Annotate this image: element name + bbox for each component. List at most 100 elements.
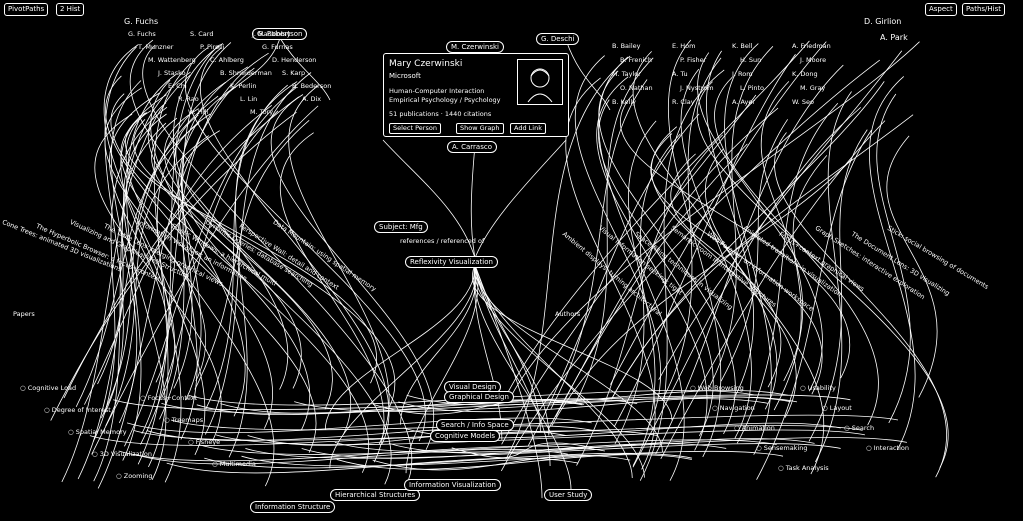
author-label[interactable]: J. Rom <box>732 70 753 78</box>
author-label[interactable]: M. Tory <box>250 108 274 116</box>
edge <box>173 43 224 401</box>
author-label-top-right-2[interactable]: A. Park <box>880 33 908 42</box>
author-name: Mary Czerwinski <box>389 59 463 69</box>
author-label[interactable]: E. Chi <box>168 82 187 90</box>
author-label[interactable]: O. Nathan <box>620 84 653 92</box>
keyword-label[interactable]: ○ Fisheye <box>188 438 221 446</box>
author-label[interactable]: J. Mackinlay <box>252 30 291 38</box>
edge <box>103 44 206 456</box>
author-label-top-left[interactable]: G. Fuchs <box>124 17 159 26</box>
author-label[interactable]: P. Fisher <box>680 56 707 64</box>
edge <box>756 129 872 480</box>
author-node-mid[interactable]: A. Carrasco <box>447 141 497 153</box>
keyword-node[interactable]: Cognitive Models <box>430 430 501 442</box>
edge <box>109 92 169 383</box>
edge <box>110 93 370 473</box>
keyword-node-large[interactable]: Information Structure <box>250 501 336 513</box>
edge <box>598 99 714 437</box>
author-label[interactable]: A. Tu <box>672 70 688 78</box>
keyword-label[interactable]: ○ 3D Visualization <box>92 450 153 458</box>
author-label[interactable]: G. Furnas <box>262 43 293 51</box>
aspect-button[interactable]: Aspect <box>925 3 957 16</box>
edge <box>706 50 754 399</box>
edge <box>170 414 899 431</box>
author-label[interactable]: A. Dix <box>302 95 322 103</box>
author-label[interactable]: M. Gray <box>800 84 826 92</box>
keyword-label[interactable]: ○ Multimedia <box>212 460 256 468</box>
select-person-button[interactable]: Select Person <box>389 123 441 134</box>
keyword-label[interactable]: ○ Treemaps <box>164 416 204 424</box>
edge <box>61 74 191 483</box>
edge <box>474 264 645 478</box>
edge <box>329 264 477 469</box>
author-node-top-center-2[interactable]: G. Deschi <box>536 33 580 45</box>
author-label[interactable]: M. Taylor <box>612 70 641 78</box>
author-node-top-left[interactable]: G. Robertson <box>252 28 308 40</box>
keyword-label[interactable]: ○ Cognitive Load <box>20 384 77 392</box>
history-button[interactable]: 2 Hist <box>56 3 85 16</box>
keyword-node[interactable]: Information Visualization <box>404 479 501 491</box>
edge <box>382 139 476 259</box>
author-label[interactable]: J. Nystrom <box>680 84 714 92</box>
keyword-label[interactable]: ○ Focus+Context <box>140 394 198 402</box>
edge <box>705 148 825 475</box>
author-label[interactable]: K. Bell <box>732 42 753 50</box>
keyword-label[interactable]: ○ Task Analysis <box>778 464 829 472</box>
add-link-button[interactable]: Add Link <box>510 123 546 134</box>
author-label[interactable]: L. Pinto <box>740 84 764 92</box>
author-label[interactable]: D. Henderson <box>272 56 317 64</box>
author-label[interactable]: W. Seo <box>792 98 814 106</box>
author-node-top-center[interactable]: M. Czerwinski <box>446 41 504 53</box>
author-label[interactable]: M. Wattenberg <box>148 56 196 64</box>
author-label[interactable]: W. Hill <box>188 108 209 116</box>
keyword-node[interactable]: Hierarchical Structures <box>330 489 421 501</box>
author-label[interactable]: T. Munzner <box>138 43 174 51</box>
author-label-top-right[interactable]: D. Girlion <box>864 17 902 26</box>
author-label[interactable]: E. Hom <box>672 42 696 50</box>
keyword-label[interactable]: ○ Animation <box>734 424 775 432</box>
author-label[interactable]: S. Card <box>190 30 214 38</box>
edge <box>147 102 392 485</box>
author-label[interactable]: K. Perlin <box>230 82 257 90</box>
author-label[interactable]: R. Rao <box>178 95 199 103</box>
author-label[interactable]: J. Stasko <box>158 69 186 77</box>
author-label[interactable]: B. Frenich <box>620 56 653 64</box>
author-label[interactable]: A. Ayer <box>732 98 755 106</box>
app-title-button[interactable]: PivotPaths <box>4 3 49 16</box>
show-graph-button[interactable]: Show Graph <box>456 123 504 134</box>
keyword-label[interactable]: ○ Search <box>844 424 875 432</box>
keyword-label[interactable]: ○ Interaction <box>866 444 910 452</box>
focus-node[interactable]: Subject: Mfg <box>374 221 428 233</box>
author-label[interactable]: B. Kelly <box>612 98 636 106</box>
edge <box>474 139 567 259</box>
central-keyword-node[interactable]: Reflexivity Visualization <box>405 256 498 268</box>
edge <box>547 143 748 430</box>
author-label[interactable]: S. Karp <box>282 69 306 77</box>
author-label[interactable]: R. Clay <box>672 98 695 106</box>
edge <box>501 94 757 445</box>
keyword-node[interactable]: User Study <box>544 489 593 501</box>
author-label[interactable]: B. Bailey <box>612 42 641 50</box>
author-label[interactable]: G. Fuchs <box>128 30 156 38</box>
author-label[interactable]: B. Shneiderman <box>220 69 272 77</box>
paths-history-button[interactable]: Paths/Hist <box>962 3 1005 16</box>
author-label[interactable]: H. Sun <box>740 56 762 64</box>
keyword-label[interactable]: ○ Layout <box>822 404 852 412</box>
author-label[interactable]: L. Lin <box>240 95 258 103</box>
author-label[interactable]: J. Moore <box>800 56 827 64</box>
author-label[interactable]: C. Ahlberg <box>210 56 244 64</box>
author-label[interactable]: B. Bederson <box>292 82 332 90</box>
author-label[interactable]: A. Friedman <box>792 42 831 50</box>
edge <box>680 68 752 439</box>
keyword-label[interactable]: ○ Spatial Memory <box>68 428 127 436</box>
keyword-label[interactable]: ○ Navigation <box>712 404 755 412</box>
author-label[interactable]: K. Dong <box>792 70 818 78</box>
keyword-node[interactable]: Graphical Design <box>444 391 514 403</box>
keyword-label[interactable]: ○ Zooming <box>116 472 153 480</box>
author-label[interactable]: P. Pirolli <box>200 43 225 51</box>
keyword-label[interactable]: ○ Sensemaking <box>756 444 808 452</box>
keyword-label[interactable]: ○ Web Browsing <box>690 384 744 392</box>
keyword-label[interactable]: ○ Degree of Interest <box>44 406 111 414</box>
keyword-label[interactable]: ○ Usability <box>800 384 836 392</box>
